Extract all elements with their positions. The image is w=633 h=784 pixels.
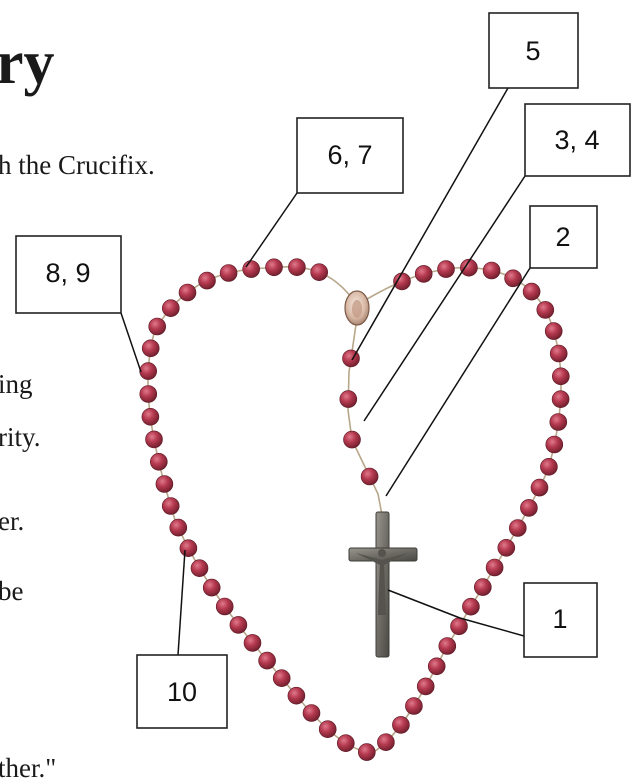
heart-loop-bead: [266, 259, 283, 276]
heart-loop-bead: [203, 579, 220, 596]
heart-loop-bead: [162, 300, 179, 317]
heart-loop-bead: [244, 634, 261, 651]
callout-1: 1: [524, 583, 597, 657]
heart-loop-bead: [394, 273, 411, 290]
heart-loop-bead: [140, 386, 157, 403]
pendant-bead: [340, 391, 357, 408]
heart-loop-bead: [259, 652, 276, 669]
heart-loop-bead: [150, 453, 167, 470]
heart-loop-bead: [540, 458, 557, 475]
pendant-bead: [361, 468, 378, 485]
heart-loop-bead: [220, 265, 237, 282]
heart-loop-bead: [428, 658, 445, 675]
heart-loop-bead: [405, 698, 422, 715]
heart-loop-bead: [486, 559, 503, 576]
heart-loop-bead: [531, 479, 548, 496]
heart-loop-bead: [550, 345, 567, 362]
heart-loop-bead: [377, 734, 394, 751]
pendant-bead: [344, 431, 361, 448]
heart-loop-bead: [288, 687, 305, 704]
heart-loop-bead: [311, 264, 328, 281]
heart-loop-bead: [552, 368, 569, 385]
center-medal-figure: [352, 300, 362, 318]
callout-6-7-label: 6, 7: [327, 140, 372, 170]
crucifix-icon: [349, 512, 417, 657]
heart-loop-bead: [483, 262, 500, 279]
callout-2-label: 2: [555, 222, 570, 252]
heart-loop-bead: [358, 744, 375, 761]
heart-loop-bead: [179, 284, 196, 301]
heart-loop-bead: [337, 735, 354, 752]
heart-loop-bead: [546, 436, 563, 453]
heart-loop-bead: [415, 265, 432, 282]
callout-10: 10: [137, 655, 227, 728]
heart-loop-bead: [509, 520, 526, 537]
callout-3-4: 3, 4: [525, 104, 630, 176]
heart-loop-bead: [438, 261, 455, 278]
heart-loop-bead: [156, 476, 173, 493]
callout-1-label: 1: [552, 604, 567, 634]
heart-loop-bead: [180, 540, 197, 557]
callout-10-label: 10: [167, 677, 197, 707]
heart-loop-bead: [170, 519, 187, 536]
heart-loop-bead: [520, 499, 537, 516]
heart-loop-bead: [140, 363, 157, 380]
heart-loop-bead: [142, 340, 159, 357]
heart-loop-bead: [216, 598, 233, 615]
heart-loop-bead: [191, 560, 208, 577]
heart-loop-bead: [288, 259, 305, 276]
callout-5-label: 5: [525, 36, 540, 66]
heart-loop-bead: [498, 539, 515, 556]
heart-loop-bead: [230, 616, 247, 633]
heart-loop-bead: [319, 721, 336, 738]
heart-loop-bead: [146, 431, 163, 448]
heart-loop-bead: [392, 716, 409, 733]
callout-5: 5: [489, 13, 578, 88]
callout-2: 2: [530, 206, 597, 268]
heart-loop-bead: [550, 414, 567, 431]
heart-loop-bead: [523, 283, 540, 300]
heart-loop-bead: [462, 598, 479, 615]
heart-loop-bead: [303, 705, 320, 722]
heart-loop-bead: [417, 678, 434, 695]
heart-loop-bead: [142, 408, 159, 425]
callout-3-4-label: 3, 4: [554, 125, 599, 155]
heart-loop-bead: [149, 318, 166, 335]
heart-loop-bead: [474, 579, 491, 596]
heart-loop-bead: [439, 638, 456, 655]
callout-6-7: 6, 7: [297, 118, 403, 193]
pendant-chain: [348, 318, 382, 515]
callout-8-9: 8, 9: [16, 236, 121, 313]
heart-loop-bead: [243, 261, 260, 278]
heart-loop-bead: [552, 391, 569, 408]
heart-loop-bead: [199, 272, 216, 289]
callout-8-9-label: 8, 9: [45, 258, 90, 288]
heart-loop-bead: [537, 301, 554, 318]
heart-loop-bead: [451, 618, 468, 635]
heart-loop-bead: [545, 323, 562, 340]
heart-loop-bead: [273, 670, 290, 687]
heart-loop-bead: [162, 498, 179, 515]
